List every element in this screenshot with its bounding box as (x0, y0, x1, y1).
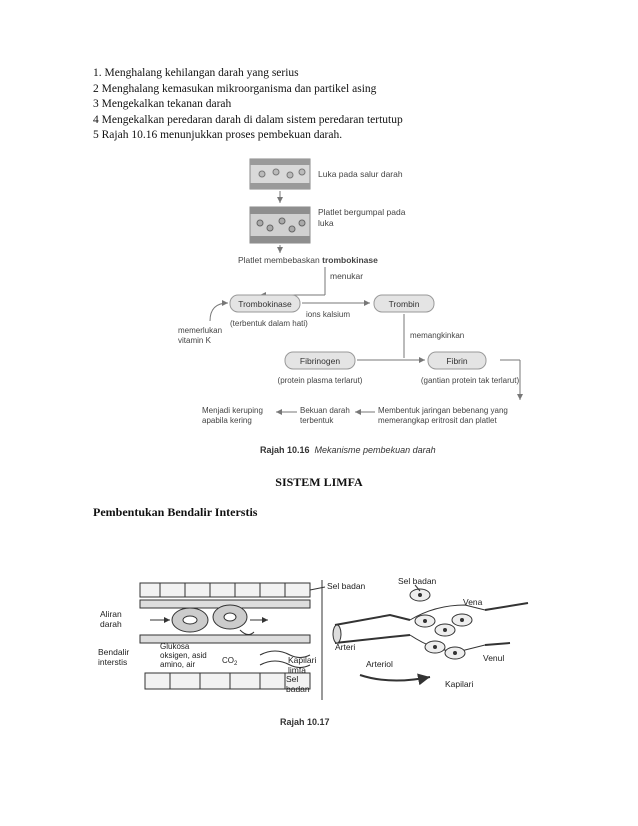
label-bendalir-2: interstis (98, 657, 127, 667)
label-ions: ions kalsium (306, 310, 350, 319)
label-platlet: Platlet bergumpal pada (318, 207, 406, 217)
label-menukar: menukar (330, 271, 363, 281)
label-venul: Venul (483, 653, 504, 663)
label-vitk: memerlukan (178, 326, 222, 335)
heading-bendalir-interstis: Pembentukan Bendalir Interstis (93, 505, 257, 520)
label-sel-badan-top: Sel badan (327, 581, 366, 591)
capillary-illustration (140, 583, 310, 689)
label-aliran: Aliran (100, 609, 122, 619)
label-trombokinase-note: (terbentuk dalam hati) (230, 319, 308, 328)
list-item: 1. Menghalang kehilangan darah yang seri… (93, 66, 553, 82)
label-bendalir: Bendalir (98, 647, 129, 657)
heading-sistem-limfa: SISTEM LIMFA (0, 475, 638, 490)
label-platlet-2: luka (318, 218, 334, 228)
label-fibrin-note: (gantian protein tak terlarut) (421, 376, 520, 385)
function-list: 1. Menghalang kehilangan darah yang seri… (93, 66, 553, 144)
label-aliran-2: darah (100, 619, 122, 629)
label-sel-bottom-2: badan (286, 684, 310, 694)
interstitial-fluid-figure: Sel badan Aliran darah Bendalir intersti… (90, 575, 530, 735)
label-jaringan: Membentuk jaringan bebenang yang (378, 406, 508, 415)
platelet-clump-image (250, 207, 310, 243)
label-kapilari: Kapilari (445, 679, 473, 689)
label-kapilari-limfa: Kapilari (288, 655, 316, 665)
label-trombokinase: Trombokinase (238, 299, 292, 309)
clotting-mechanism-figure: Luka pada salur darah Platlet bergumpal … (170, 155, 550, 460)
label-fibrin: Fibrin (446, 356, 468, 366)
label-jaringan-2: memerangkap eritrosit dan platlet (378, 416, 498, 425)
label-vitk-2: vitamin K (178, 336, 212, 345)
vessel-wound-image (250, 159, 310, 189)
label-sel-bottom: Sel (286, 674, 298, 684)
label-co2: CO2 (222, 656, 238, 667)
label-glukosa-3: amino, air (160, 660, 195, 669)
label-keruping: Menjadi keruping (202, 406, 263, 415)
label-fibrinogen: Fibrinogen (300, 356, 340, 366)
label-bekuan: Bekuan darah (300, 406, 350, 415)
label-sel-badan-right: Sel badan (398, 576, 437, 586)
list-item: 2 Menghalang kemasukan mikroorganisma da… (93, 82, 553, 98)
label-glukosa: Glukosa (160, 642, 190, 651)
label-bekuan-2: terbentuk (300, 416, 334, 425)
label-membebaskan: Platlet membebaskan trombokinase (238, 255, 378, 265)
label-fibrinogen-note: (protein plasma terlarut) (278, 376, 363, 385)
label-arteriol: Arteriol (366, 659, 393, 669)
figure-caption-2: Rajah 10.17 (280, 717, 330, 727)
label-keruping-2: apabila kering (202, 416, 252, 425)
label-memangkinkan: memangkinkan (410, 331, 464, 340)
label-vena: Vena (463, 597, 483, 607)
label-luka: Luka pada salur darah (318, 169, 403, 179)
list-item: 3 Mengekalkan tekanan darah (93, 97, 553, 113)
list-item: 5 Rajah 10.16 menunjukkan proses pembeku… (93, 128, 553, 144)
label-arteri: Arteri (335, 642, 355, 652)
label-glukosa-2: oksigen, asid (160, 651, 207, 660)
capillary-bed-illustration (333, 589, 528, 681)
list-item: 4 Mengekalkan peredaran darah di dalam s… (93, 113, 553, 129)
label-trombin: Trombin (389, 299, 420, 309)
